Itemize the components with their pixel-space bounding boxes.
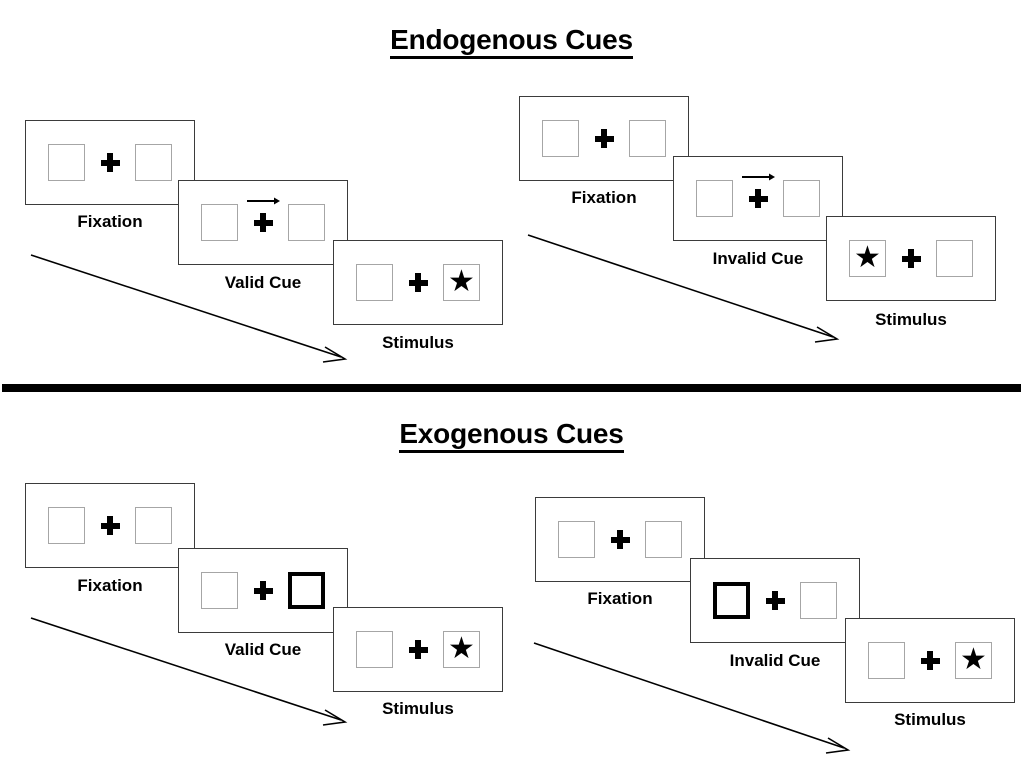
stimulus-box-right <box>936 240 973 277</box>
panel-exogenous-valid-cue[interactable] <box>178 548 348 633</box>
panel-content <box>691 559 859 642</box>
panel-content <box>674 157 842 240</box>
star-icon: ★ <box>854 240 881 274</box>
section-title-endogenous-text: Endogenous Cues <box>390 24 633 59</box>
panel-exogenous-valid-fixation[interactable] <box>25 483 195 568</box>
stimulus-box-left <box>356 264 393 301</box>
stimulus-box-right-cued <box>288 572 325 609</box>
panel-content <box>179 181 347 264</box>
caption-exogenous-invalid-fixation: Fixation <box>587 589 653 608</box>
stimulus-box-left <box>48 144 85 181</box>
plus-icon <box>253 581 273 600</box>
plus-icon <box>765 591 785 610</box>
caption-endogenous-valid-stimulus: Stimulus <box>382 333 454 352</box>
caption-endogenous-invalid-stimulus: Stimulus <box>875 310 947 329</box>
panel-content <box>26 484 194 567</box>
panel-content <box>520 97 688 180</box>
panel-content <box>536 498 704 581</box>
caption-endogenous-valid-fixation: Fixation <box>77 212 143 231</box>
panel-exogenous-valid-stimulus[interactable]: ★ <box>333 607 503 692</box>
star-icon: ★ <box>960 642 987 676</box>
fixation-cross-slot <box>750 591 800 610</box>
plus-icon <box>408 273 428 292</box>
plus-icon <box>610 530 630 549</box>
plus-icon <box>408 640 428 659</box>
caption-endogenous-invalid-cue: Invalid Cue <box>712 249 804 268</box>
panel-endogenous-valid-cue[interactable] <box>178 180 348 265</box>
panel-exogenous-invalid-cue[interactable] <box>690 558 860 643</box>
caption-exogenous-invalid-cue: Invalid Cue <box>729 651 821 670</box>
timeline-arrow-endogenous-invalid <box>527 234 840 343</box>
stimulus-box-left <box>201 572 238 609</box>
panel-content <box>179 549 347 632</box>
fixation-cross-slot <box>238 581 288 600</box>
fixation-cross-slot <box>886 249 936 268</box>
panel-content <box>26 121 194 204</box>
panel-content: ★ <box>334 608 502 691</box>
stimulus-box-left <box>356 631 393 668</box>
panel-content: ★ <box>827 217 995 300</box>
section-title-endogenous: Endogenous Cues <box>0 24 1023 59</box>
stimulus-box-left <box>48 507 85 544</box>
fixation-cross-slot <box>595 530 645 549</box>
stimulus-box-left-cued <box>713 582 750 619</box>
panel-exogenous-invalid-fixation[interactable] <box>535 497 705 582</box>
stimulus-box-right: ★ <box>955 642 992 679</box>
stimulus-box-left <box>201 204 238 241</box>
stimulus-box-right: ★ <box>443 631 480 668</box>
stimulus-box-right <box>800 582 837 619</box>
panel-endogenous-valid-fixation[interactable] <box>25 120 195 205</box>
panel-exogenous-invalid-stimulus[interactable]: ★ <box>845 618 1015 703</box>
plus-icon <box>920 651 940 670</box>
panel-content: ★ <box>334 241 502 324</box>
fixation-cross-slot <box>85 153 135 172</box>
stimulus-box-right: ★ <box>443 264 480 301</box>
panel-endogenous-invalid-fixation[interactable] <box>519 96 689 181</box>
caption-exogenous-valid-fixation: Fixation <box>77 576 143 595</box>
star-icon: ★ <box>448 631 475 665</box>
arrow-right-icon <box>742 173 775 181</box>
stimulus-box-right <box>783 180 820 217</box>
caption-exogenous-invalid-stimulus: Stimulus <box>894 710 966 729</box>
fixation-cross-slot <box>579 129 629 148</box>
plus-icon <box>748 189 768 208</box>
stimulus-box-left <box>542 120 579 157</box>
caption-endogenous-invalid-fixation: Fixation <box>571 188 637 207</box>
stimulus-box-right <box>288 204 325 241</box>
stimulus-box-right <box>645 521 682 558</box>
stimulus-box-right <box>135 144 172 181</box>
plus-icon <box>901 249 921 268</box>
plus-icon <box>253 213 273 232</box>
panel-endogenous-valid-stimulus[interactable]: ★ <box>333 240 503 325</box>
stimulus-box-left <box>696 180 733 217</box>
arrow-right-icon <box>247 197 280 205</box>
section-divider <box>2 384 1021 392</box>
star-icon: ★ <box>448 264 475 298</box>
fixation-cross-slot <box>393 640 443 659</box>
fixation-cross-slot <box>393 273 443 292</box>
panel-content: ★ <box>846 619 1014 702</box>
section-title-exogenous: Exogenous Cues <box>0 418 1023 453</box>
stimulus-box-left <box>868 642 905 679</box>
caption-endogenous-valid-cue: Valid Cue <box>224 273 302 292</box>
stimulus-box-left: ★ <box>849 240 886 277</box>
fixation-cross-slot <box>85 516 135 535</box>
plus-icon <box>100 153 120 172</box>
caption-exogenous-valid-cue: Valid Cue <box>224 640 302 659</box>
caption-exogenous-valid-stimulus: Stimulus <box>382 699 454 718</box>
fixation-cross-slot <box>733 173 783 208</box>
plus-icon <box>100 516 120 535</box>
stimulus-box-right <box>629 120 666 157</box>
panel-endogenous-invalid-stimulus[interactable]: ★ <box>826 216 996 301</box>
fixation-cross-slot <box>905 651 955 670</box>
fixation-cross-slot <box>238 197 288 232</box>
section-title-exogenous-text: Exogenous Cues <box>399 418 624 453</box>
stimulus-box-left <box>558 521 595 558</box>
plus-icon <box>594 129 614 148</box>
panel-endogenous-invalid-cue[interactable] <box>673 156 843 241</box>
stimulus-box-right <box>135 507 172 544</box>
